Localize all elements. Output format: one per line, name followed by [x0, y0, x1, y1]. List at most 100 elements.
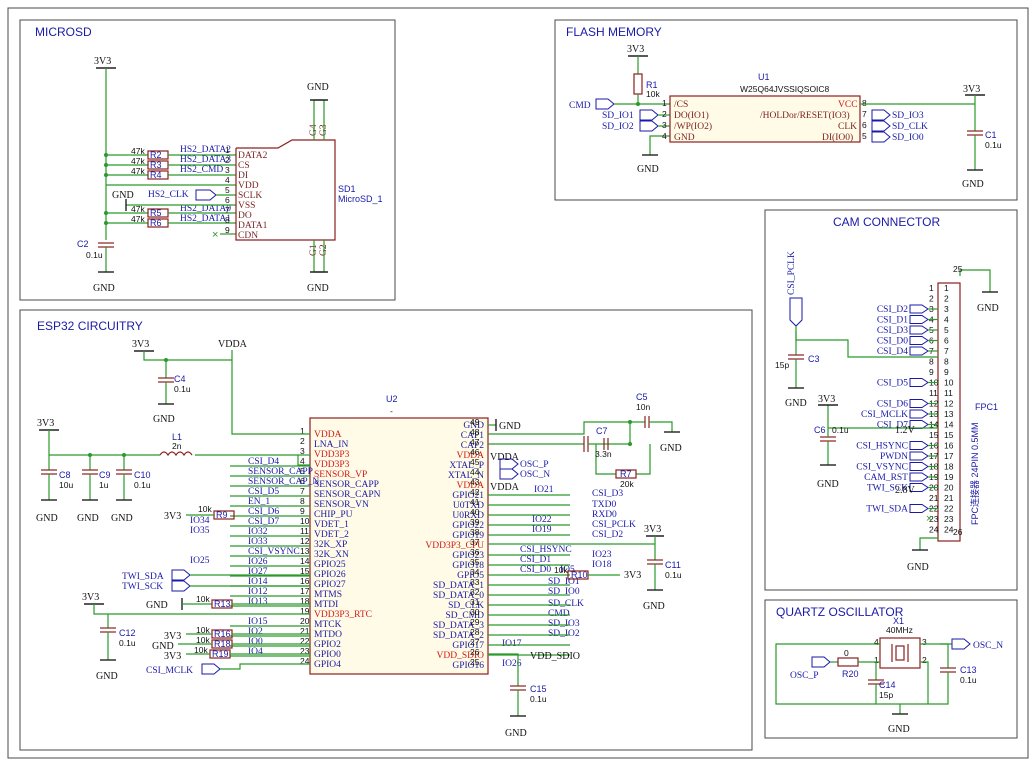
fpc-pin-number: 23 — [944, 514, 954, 524]
svg-text:SD1: SD1 — [338, 184, 356, 194]
esp32-pin-number: 37 — [470, 537, 480, 547]
svg-text:4: 4 — [874, 637, 879, 647]
svg-text:HS2_CLK: HS2_CLK — [148, 190, 189, 200]
svg-text:7: 7 — [225, 205, 230, 215]
esp32-pin-label: GPIO26 — [314, 570, 346, 580]
svg-text:CDN: CDN — [238, 231, 258, 241]
fpc-pin-number: 11 — [944, 388, 953, 398]
esp32-right-net: IO26 — [502, 659, 522, 669]
fpc-net-label: CSI_VSYNC — [856, 463, 908, 473]
esp32-pin-number: 48 — [470, 427, 480, 437]
esp32-pin-number: 42 — [470, 487, 480, 497]
esp32-pin-number: 13 — [300, 546, 310, 556]
svg-text:3V3: 3V3 — [82, 592, 99, 603]
svg-text:40MHz: 40MHz — [886, 625, 913, 635]
csi-pclk-flag — [790, 298, 802, 326]
svg-text:10n: 10n — [636, 402, 650, 412]
svg-text:R7: R7 — [620, 469, 632, 479]
svg-text:CSI_PCLK: CSI_PCLK — [787, 251, 797, 295]
fpc-pin-number: 12 — [944, 399, 954, 409]
svg-text:GND: GND — [660, 443, 682, 454]
esp32-pin-number: 16 — [300, 576, 310, 586]
esp32-pin-number: 29 — [470, 617, 480, 627]
svg-text:3V3: 3V3 — [818, 394, 835, 405]
esp32-pin-label: VDET_2 — [314, 530, 349, 540]
fpc-pin-number: 11 — [929, 388, 938, 398]
esp32-right-net: IO19 — [532, 525, 552, 535]
svg-text:1u: 1u — [99, 480, 109, 490]
svg-text:3: 3 — [662, 120, 667, 130]
svg-text:1: 1 — [662, 98, 667, 108]
esp32-right-nets: IO21CSI_D3TXD0RXD0IO22CSI_PCLKIO19CSI_D2… — [488, 485, 636, 669]
fpc-pin-number: 19 — [944, 472, 954, 482]
esp32-pin-number: 45 — [470, 457, 480, 467]
svg-text:GND: GND — [505, 728, 527, 739]
esp32-pin-label: SENSOR_VP — [314, 470, 367, 480]
fpc-pin-number: 10 — [944, 378, 954, 388]
svg-text:GND: GND — [499, 421, 521, 432]
svg-text:VCC: VCC — [838, 100, 858, 110]
esp32-right-net: TXD0 — [592, 500, 617, 510]
esp32-pin-number: 27 — [470, 637, 480, 647]
esp32-pin-label: VDDA — [314, 430, 342, 440]
fpc-pin-number: 3 — [944, 304, 949, 314]
svg-text:-: - — [390, 406, 393, 416]
esp32-pin-number: 8 — [300, 496, 305, 506]
svg-text:FLASH MEMORY: FLASH MEMORY — [566, 25, 662, 39]
svg-text:GND: GND — [93, 283, 115, 294]
svg-text:9: 9 — [225, 225, 230, 235]
svg-text:3.3n: 3.3n — [595, 449, 612, 459]
fpc-net-flag — [910, 316, 928, 324]
fpc-pin-number: 22 — [944, 504, 954, 514]
esp32-pin-number: 2 — [300, 436, 305, 446]
esp32-right-net: IO17 — [502, 639, 522, 649]
fpc-pin-number: 8 — [944, 357, 949, 367]
svg-text:C2: C2 — [77, 239, 89, 249]
fpc-net-label: CAM_RST — [864, 473, 908, 483]
fpc-pin-number: 9 — [944, 367, 949, 377]
esp32-pin-label: MTDI — [314, 600, 338, 610]
svg-text:3V3: 3V3 — [164, 511, 181, 522]
svg-text:R9: R9 — [216, 510, 228, 520]
svg-text:0.1u: 0.1u — [134, 480, 151, 490]
svg-text:GND: GND — [888, 724, 910, 735]
svg-text:15p: 15p — [879, 690, 893, 700]
esp32-pin-label: GPIO25 — [314, 560, 346, 570]
svg-text:0.1u: 0.1u — [832, 425, 849, 435]
fpc-net-flag — [910, 379, 928, 387]
svg-text:15p: 15p — [775, 360, 789, 370]
esp32-pin-number: 26 — [470, 647, 480, 657]
fpc-net-label: CSI_D3 — [877, 326, 908, 336]
svg-text:C12: C12 — [119, 628, 136, 638]
fpc-net-label: CSI_MCLK — [861, 410, 908, 420]
esp32-pin-label: SENSOR_VN — [314, 500, 369, 510]
svg-text:10k: 10k — [196, 594, 210, 604]
svg-text:R13: R13 — [214, 599, 231, 609]
svg-text:OSC_P: OSC_P — [520, 460, 549, 470]
esp32-pin-label: SENSOR_CAPN — [314, 490, 381, 500]
svg-text:3: 3 — [225, 165, 230, 175]
svg-text:SD_IO3: SD_IO3 — [892, 111, 924, 121]
svg-text:/HOLDor/RESET(IO3): /HOLDor/RESET(IO3) — [760, 110, 850, 121]
fpc-pin-number: 2 — [929, 294, 934, 304]
svg-text:QUARTZ OSCILLATOR: QUARTZ OSCILLATOR — [776, 605, 904, 619]
r1-resistor — [634, 74, 642, 94]
fpc-net-label: CSI_D5 — [877, 379, 908, 389]
esp32-right-net: CSI_D1 — [520, 555, 551, 565]
fpc-net-flag — [910, 400, 928, 408]
fpc-pin-number: 15 — [929, 430, 939, 440]
esp32-pin-label: GPIO27 — [314, 580, 346, 590]
esp32-pin-label: VDD3P3_RTC — [314, 610, 372, 620]
svg-text:47k: 47k — [131, 166, 145, 176]
esp32-pin-label: MTDO — [314, 630, 342, 640]
svg-text:47k: 47k — [131, 156, 145, 166]
svg-text:2.8V: 2.8V — [895, 485, 916, 496]
esp32-pin-number: 39 — [470, 517, 480, 527]
svg-text:GND: GND — [307, 283, 329, 294]
fpc-net-flag — [910, 347, 928, 355]
fpc-pin-number: 5 — [944, 325, 949, 335]
flash-section: FLASH MEMORY 3V3 R1 10k CMD SD_IO1 SD_IO… — [555, 20, 1017, 200]
esp32-pin-label: 32K_XN — [314, 550, 349, 560]
svg-text:0.1u: 0.1u — [960, 675, 977, 685]
svg-text:25: 25 — [953, 264, 963, 274]
